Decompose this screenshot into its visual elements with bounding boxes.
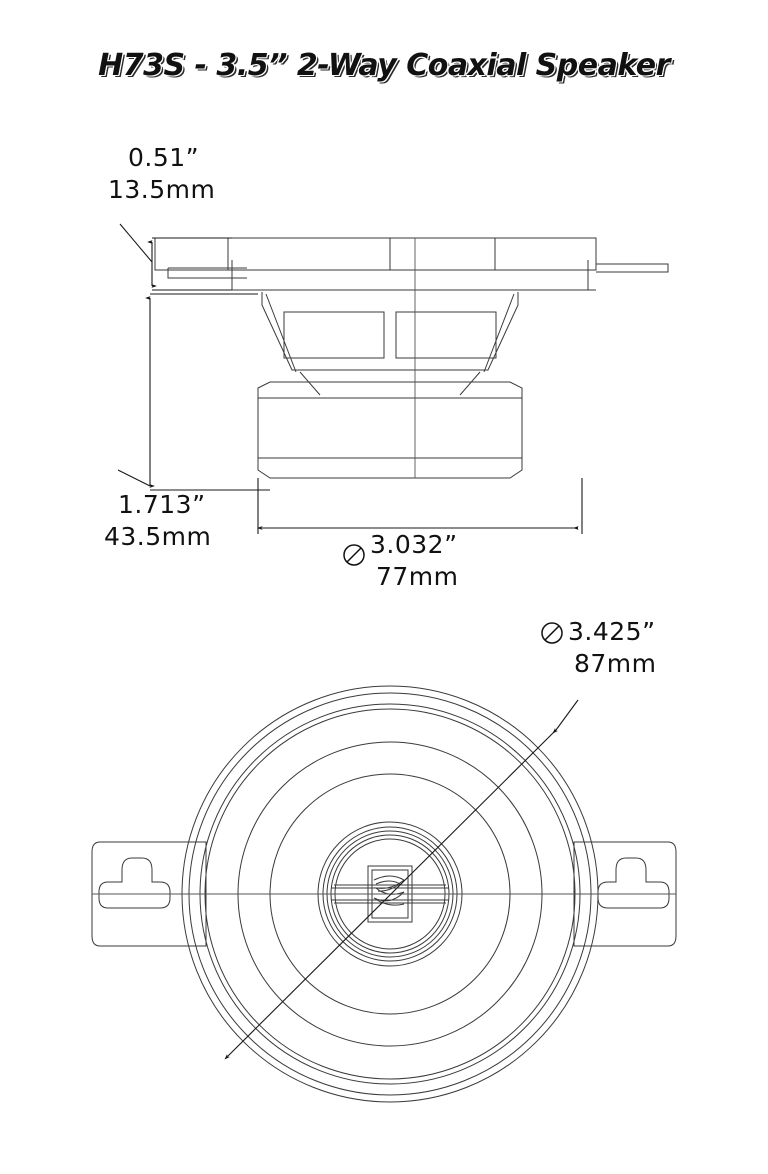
flange-height-imperial: 0.51” (128, 143, 199, 172)
mounting-tab-left (92, 842, 206, 946)
dimension-label-flange-height: 0.51” 13.5mm (107, 142, 216, 206)
cutout-diameter-metric: 77mm (376, 562, 459, 591)
side-view-magnet (258, 382, 522, 478)
outer-diameter-metric: 87mm (574, 649, 657, 678)
dimension-label-outer-diameter: 3.425” 87mm (541, 616, 657, 679)
dimension-label-overall-depth: 1.713” 43.5mm (103, 489, 212, 553)
outer-diameter-imperial: 3.425” (568, 617, 656, 646)
side-view-upper-band (155, 260, 596, 290)
dimension-outer-diameter (224, 699, 579, 1060)
dimension-cutout-diameter (257, 478, 583, 534)
cutout-diameter-imperial: 3.032” (370, 530, 458, 559)
overall-depth-imperial: 1.713” (118, 490, 206, 519)
top-plan-view (92, 686, 676, 1102)
side-view-basket (262, 292, 518, 395)
dimension-flange-height (119, 223, 232, 291)
diameter-icon (343, 544, 365, 566)
dimension-label-cutout-diameter: 3.032” 77mm (343, 529, 459, 592)
flange-height-metric: 13.5mm (108, 175, 215, 204)
side-view-top-boss (228, 238, 495, 270)
dimension-overall-depth (117, 293, 270, 491)
mounting-tab-right (574, 842, 676, 946)
overall-depth-metric: 43.5mm (104, 522, 211, 551)
side-section-view (117, 223, 668, 534)
diameter-icon (541, 622, 563, 644)
